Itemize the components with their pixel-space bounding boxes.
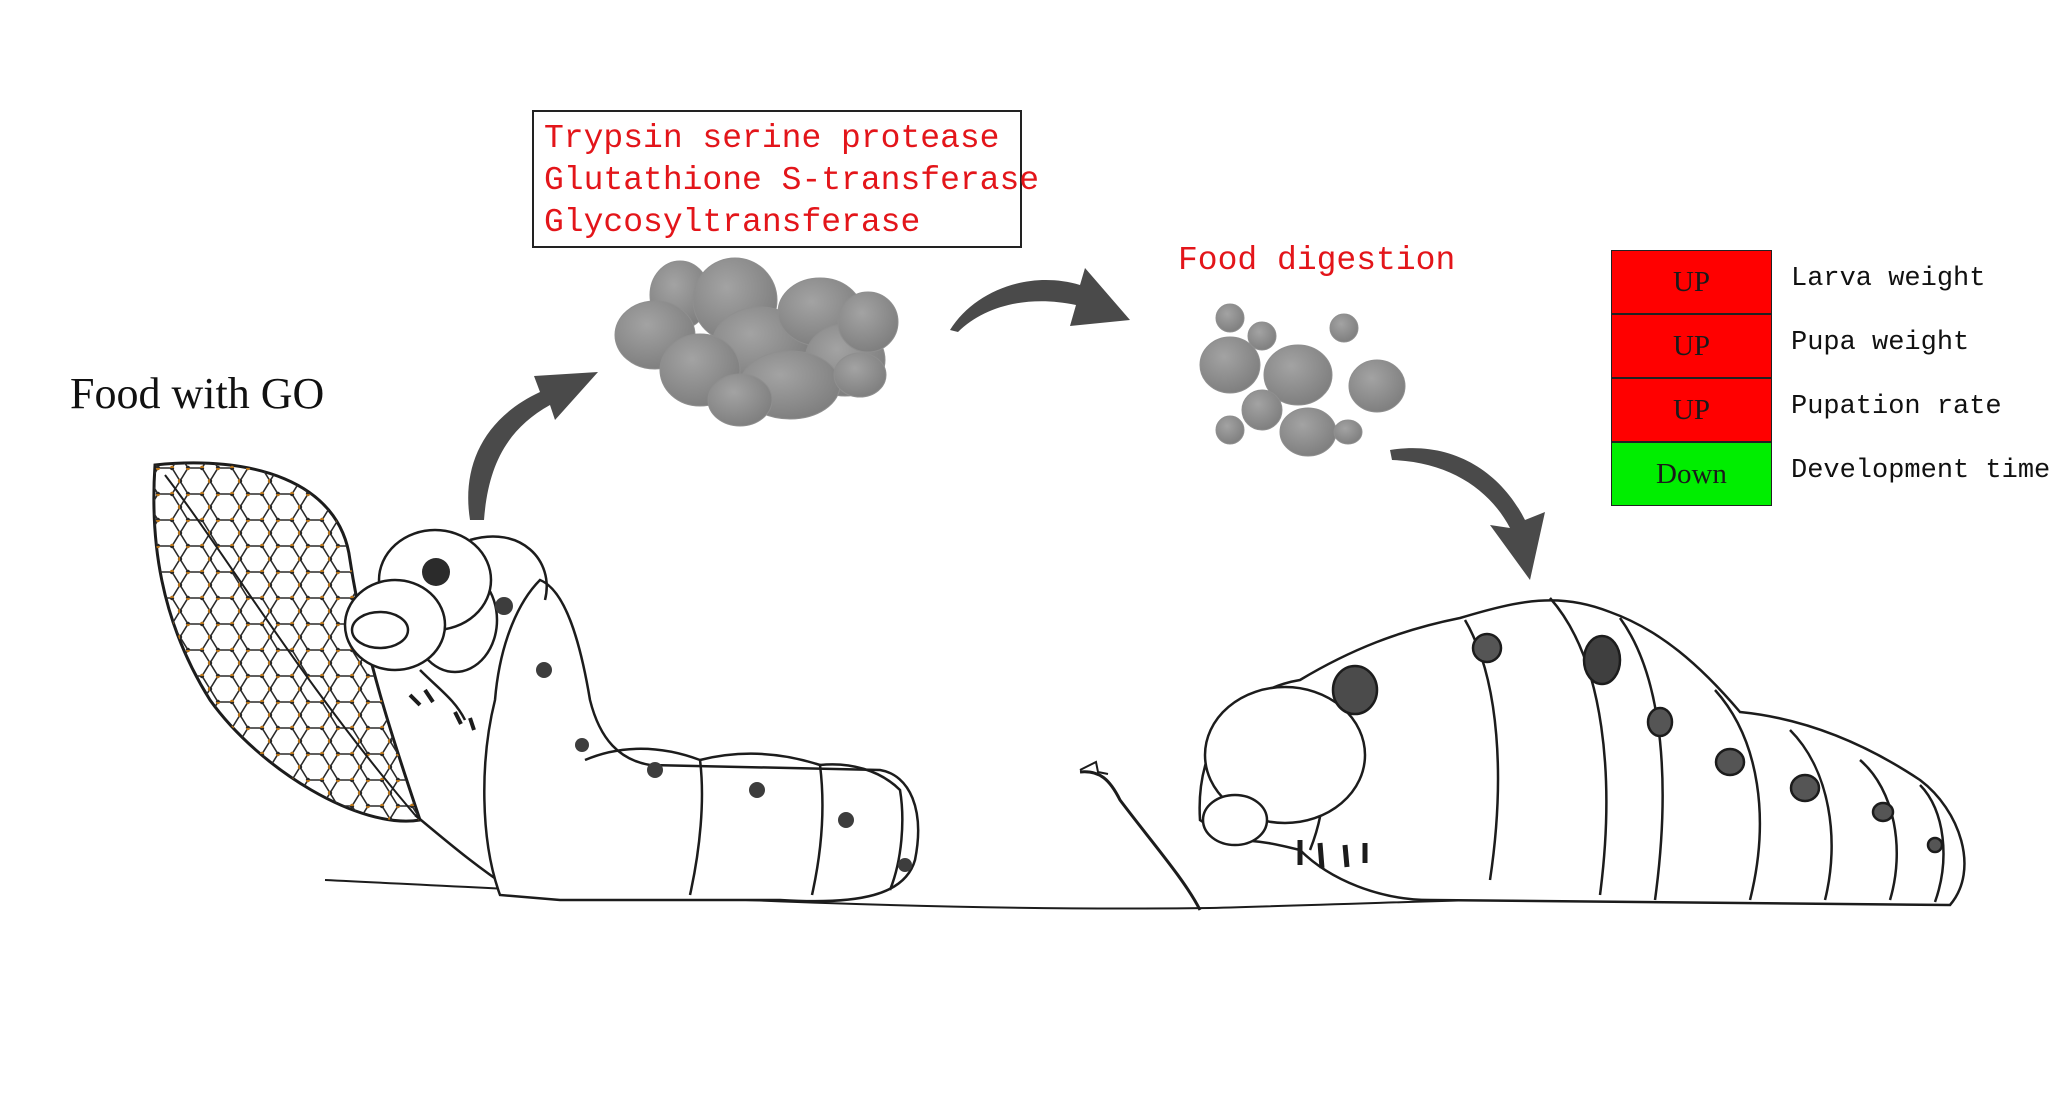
enzyme-item: Glutathione S-transferase	[544, 162, 1040, 199]
effect-direction-cell: UP	[1611, 378, 1772, 442]
leaf-stalk	[1079, 770, 1202, 911]
enzyme-cluster-icon	[614, 257, 899, 427]
curved-arrow-icon	[1390, 448, 1545, 580]
effect-label: Development time	[1791, 456, 2051, 486]
large-caterpillar-icon	[1198, 597, 1966, 907]
effect-direction-cell: Down	[1611, 442, 1772, 506]
enzyme-list-box: Trypsin serine protease Glutathione S-tr…	[532, 110, 1040, 248]
enzyme-item: Glycosyltransferase	[544, 204, 921, 241]
effect-direction-cell: UP	[1611, 314, 1772, 378]
leaf-with-graphene-icon	[152, 461, 521, 897]
effect-direction-cell: UP	[1611, 250, 1772, 314]
food-digestion-label: Food digestion	[1178, 242, 1456, 279]
curved-arrow-icon	[950, 268, 1130, 332]
effect-label: Pupa weight	[1791, 328, 1970, 358]
curved-arrow-icon	[468, 372, 598, 520]
small-caterpillar-icon	[343, 528, 920, 903]
effect-label: Pupation rate	[1791, 392, 2002, 422]
digested-particles-icon	[1199, 303, 1406, 457]
food-with-go-label: Food with GO	[70, 369, 325, 418]
enzyme-item: Trypsin serine protease	[544, 120, 1000, 157]
effect-label: Larva weight	[1791, 264, 1986, 294]
